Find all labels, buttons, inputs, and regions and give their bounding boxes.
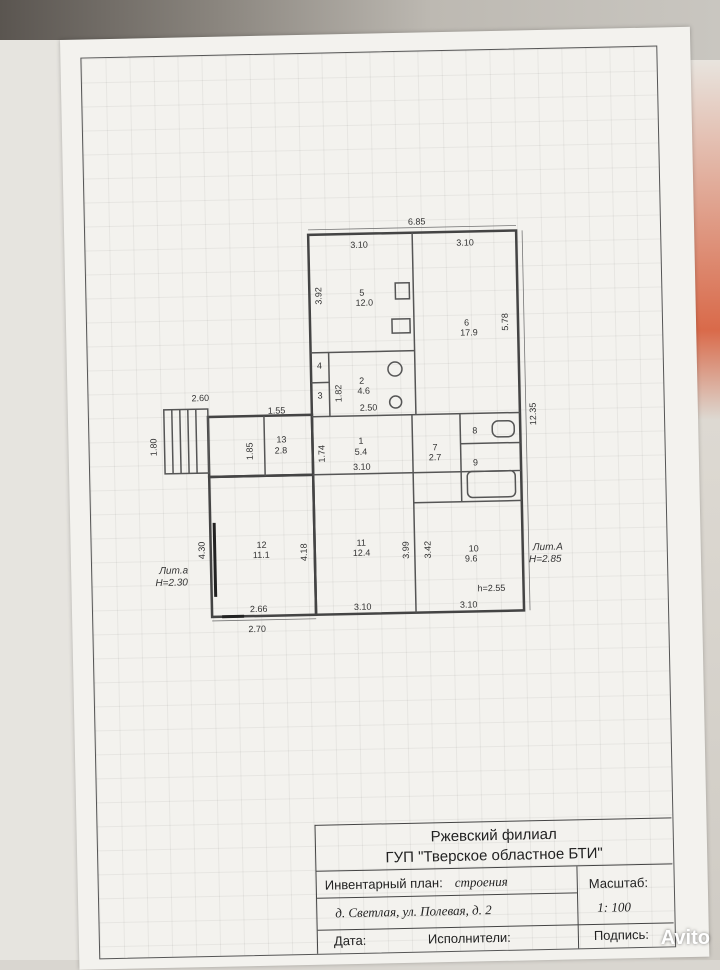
- room-3-number: 3: [317, 391, 322, 401]
- dim-porch-height: 1.80: [148, 438, 158, 456]
- room-7-area: 2.7: [429, 452, 442, 462]
- dim-r1-height: 1.74: [317, 445, 327, 463]
- inventory-value: строения: [455, 874, 508, 891]
- dim-r12-outer-height: 4.30: [197, 542, 207, 560]
- room-8-number: 8: [472, 425, 477, 435]
- dim-r1-width: 3.10: [353, 462, 371, 472]
- dim-r2-height: 1.82: [333, 385, 343, 403]
- dim-bottom-mid: 3.10: [354, 602, 372, 612]
- dim-bottom-right: 3.10: [460, 599, 478, 609]
- room-labels: 5 12.0 6 17.9 2 4.6 3 4 1 5.4 13 2.8 7 2…: [247, 285, 482, 568]
- overall-width: 6.85: [408, 216, 426, 226]
- room-1-number: 1: [358, 436, 363, 446]
- room-6-area: 17.9: [460, 327, 478, 337]
- room-5-area: 12.0: [355, 298, 373, 308]
- dim-r13-height: 1.85: [244, 442, 254, 460]
- dim-top-right: 3.10: [456, 237, 474, 247]
- house-outline: [308, 230, 524, 614]
- floor-plan: 6.85 12.35 3.10 3.10 3.92 5.78 1.82 2.50…: [60, 27, 707, 840]
- annex-wall-marker: [214, 523, 216, 597]
- overall-height: 12.35: [528, 403, 538, 426]
- room-13-area: 2.8: [275, 445, 288, 455]
- date-label: Дата:: [334, 933, 367, 949]
- organization-name: Ржевский филиал ГУП "Тверское областное …: [316, 818, 673, 871]
- dim-r10-height: 3.42: [423, 541, 433, 559]
- address-value: д. Светлая, ул. Полевая, д. 2: [335, 902, 492, 921]
- lit-a-small-height: H=2.30: [155, 577, 188, 589]
- room-4-number: 4: [317, 361, 322, 371]
- dim-r6-height: 5.78: [500, 313, 510, 331]
- room-12-number: 12: [257, 540, 267, 550]
- room-2-area: 4.6: [357, 386, 370, 396]
- room-10-number: 10: [469, 543, 479, 553]
- lit-a-small-label: Лит.а: [158, 565, 189, 577]
- room-9-number: 9: [473, 457, 478, 467]
- signature-label: Подпись:: [594, 927, 649, 943]
- room-6-number: 6: [464, 317, 469, 327]
- vestibule-outline: [208, 415, 313, 477]
- room-1-area: 5.4: [355, 447, 368, 457]
- room-13-number: 13: [276, 434, 286, 444]
- dim-r12-height: 4.18: [299, 543, 309, 561]
- ceiling-height: h=2.55: [477, 583, 505, 594]
- dim-bottom-left-inner: 2.66: [250, 604, 268, 614]
- scale-label: Масштаб:: [589, 875, 649, 891]
- paper-sheet: 6.85 12.35 3.10 3.10 3.92 5.78 1.82 2.50…: [60, 27, 709, 970]
- room-2-number: 2: [359, 376, 364, 386]
- dim-top-left: 3.10: [350, 240, 368, 250]
- room-5-number: 5: [359, 288, 364, 298]
- dim-r5-height: 3.92: [313, 287, 323, 305]
- dim-bottom-left-outer: 2.70: [248, 624, 266, 634]
- scale-value: 1: 100: [597, 899, 631, 916]
- room-11-area: 12.4: [353, 548, 371, 558]
- lit-a-label: Лит.А: [532, 542, 564, 554]
- room-7-number: 7: [433, 442, 438, 452]
- room-10-area: 9.6: [465, 553, 478, 563]
- dim-porch-width: 2.60: [191, 393, 209, 403]
- dim-corridor-width: 2.50: [360, 402, 378, 412]
- inventory-label: Инвентарный план:: [325, 875, 443, 892]
- avito-watermark: Avito: [661, 927, 710, 950]
- executors-label: Исполнители:: [428, 930, 511, 947]
- title-block: Ржевский филиал ГУП "Тверское областное …: [314, 817, 674, 953]
- dim-r11-height: 3.99: [401, 541, 411, 559]
- room-12-area: 11.1: [253, 550, 270, 560]
- lit-a-height: H=2.85: [529, 554, 562, 566]
- room-11-number: 11: [356, 538, 366, 548]
- dim-r13-width: 1.55: [268, 405, 286, 415]
